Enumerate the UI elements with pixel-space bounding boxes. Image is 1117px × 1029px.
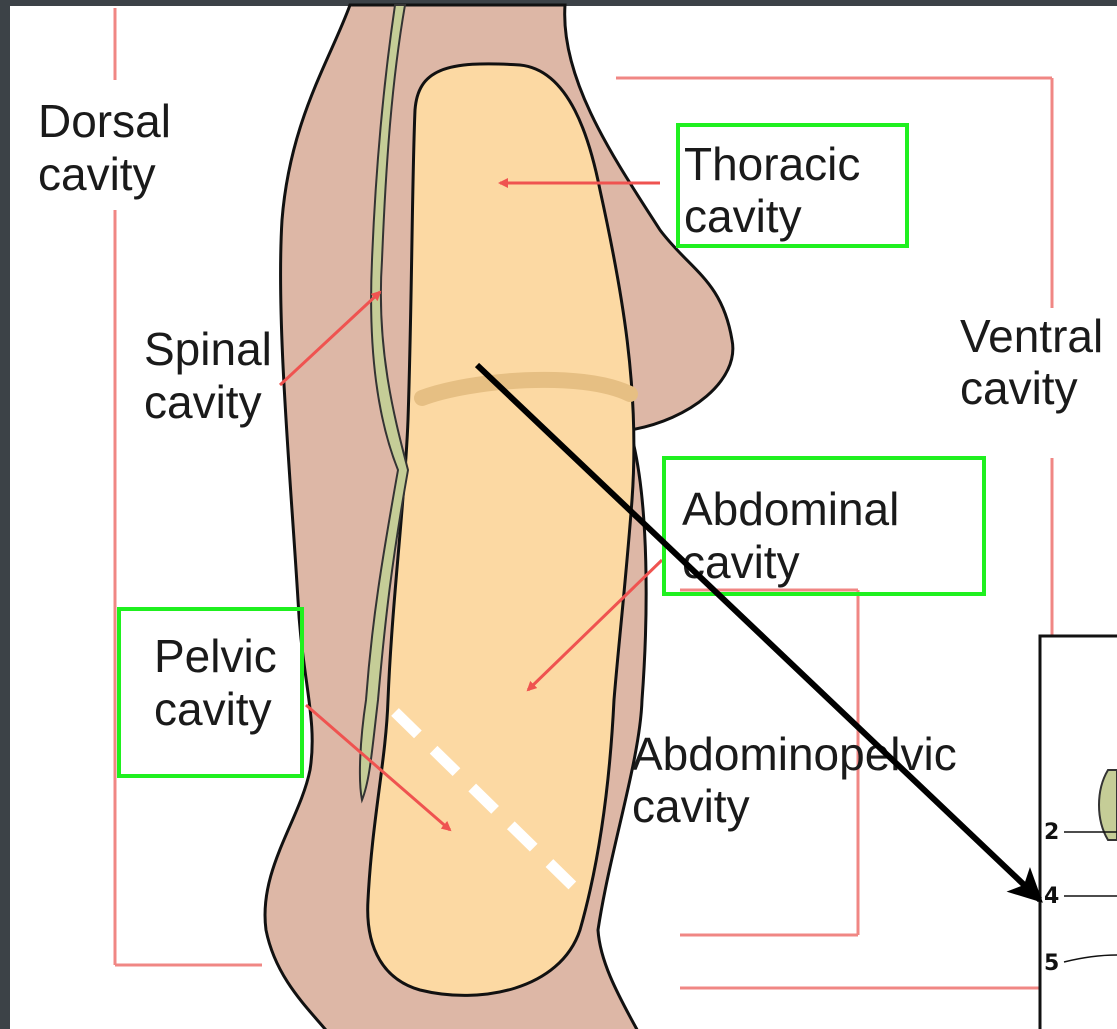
inset-panel: 2 4 5: [1040, 636, 1117, 1029]
inset-number-4: 4: [1044, 884, 1059, 909]
inset-number-5: 5: [1044, 951, 1059, 976]
pelvic-cavity-label: Pelvic cavity: [154, 630, 290, 735]
inset-number-2: 2: [1044, 820, 1059, 845]
